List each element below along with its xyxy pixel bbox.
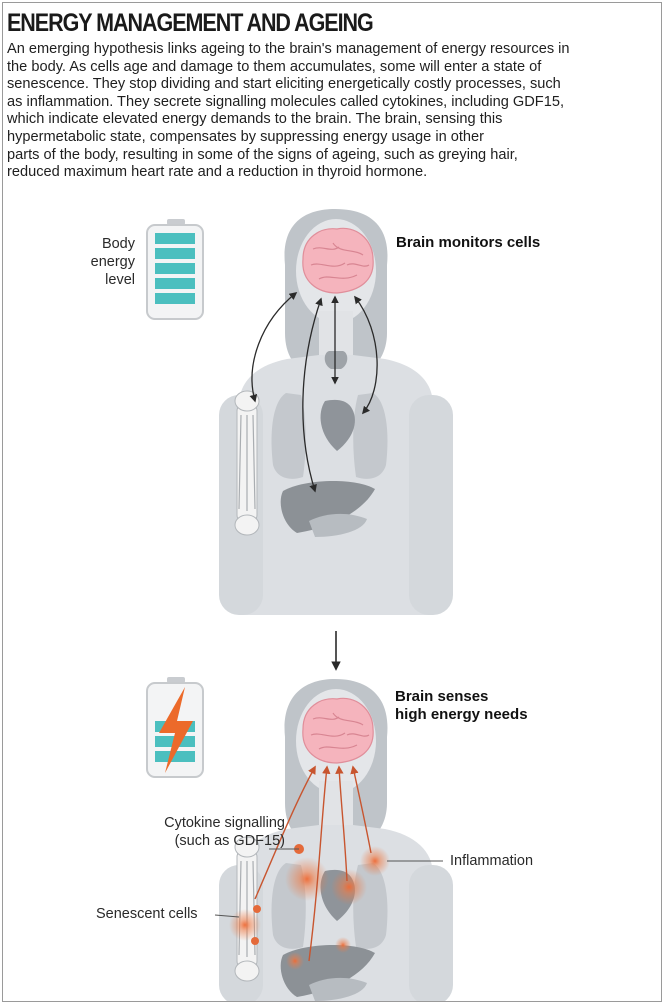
intro-paragraph: An emerging hypothesis links ageing to t…	[7, 41, 659, 182]
diagram-illustration	[146, 209, 453, 1001]
battery-full-icon	[146, 219, 204, 320]
infographic-title: ENERGY MANAGEMENT AND AGEING	[7, 9, 374, 37]
cytokine-signalling-label: Cytokine signalling (such as GDF15)	[123, 814, 285, 850]
intro-line: reduced maximum heart rate and a reducti…	[7, 164, 428, 181]
intro-line: senescence. They stop dividing and start…	[7, 76, 561, 93]
intro-line: hypermetabolic state, compensates by sup…	[7, 128, 485, 145]
intro-line: An emerging hypothesis links ageing to t…	[7, 41, 570, 57]
body-energy-label: Body energy level	[73, 235, 135, 289]
cytokine-label-line: Cytokine signalling	[164, 815, 285, 831]
senescent-leader	[214, 914, 240, 918]
battery-low-charging-icon	[146, 677, 204, 778]
lightning-bolt-icon	[159, 687, 193, 773]
brain-senses-heading-line: high energy needs	[395, 706, 528, 723]
intro-line: as inflammation. They secrete signalling…	[7, 93, 564, 110]
body-figure-top	[219, 209, 453, 615]
body-figure-bottom	[214, 679, 453, 1001]
intro-line: which indicate elevated energy demands t…	[7, 111, 503, 128]
body-energy-label-line: Body	[101, 236, 135, 252]
body-energy-label-line: level	[105, 272, 135, 288]
intro-line: parts of the body, resulting in some of …	[7, 146, 518, 163]
brain-senses-heading-line: Brain senses	[395, 688, 489, 705]
brain-monitors-heading: Brain monitors cells	[396, 234, 541, 251]
intro-line: the body. As cells age and damage to the…	[7, 58, 542, 75]
body-energy-label-line: energy	[90, 254, 135, 270]
senescent-cells-label: Senescent cells	[96, 906, 198, 922]
inflammation-label: Inflammation	[450, 853, 534, 869]
brain-senses-heading: Brain senses high energy needs	[395, 688, 528, 724]
cytokine-label-line: (such as GDF15)	[174, 833, 285, 849]
